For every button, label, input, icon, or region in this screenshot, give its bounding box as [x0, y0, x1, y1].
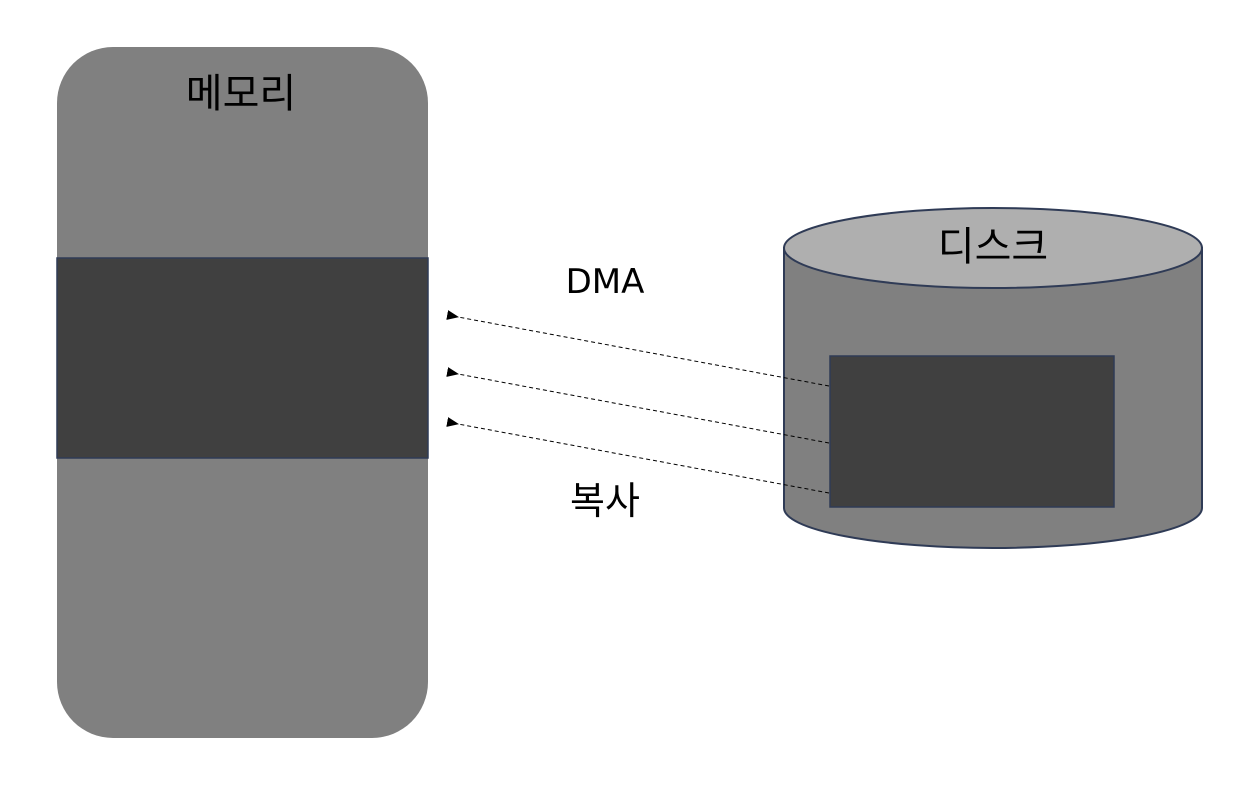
dma-arrow-1	[446, 310, 830, 387]
memory-label: 메모리	[186, 71, 296, 117]
dma-arrow-3	[446, 417, 830, 494]
dma-arrows	[446, 310, 830, 494]
dma-label: DMA	[566, 262, 645, 302]
dma-arrow-2	[446, 367, 830, 444]
disk: 디스크	[783, 207, 1203, 549]
disk-label: 디스크	[938, 224, 1048, 270]
disk-top	[783, 207, 1203, 289]
memory-block	[56, 257, 429, 459]
memory: 메모리	[56, 47, 429, 738]
copy-label: 복사	[570, 479, 640, 523]
disk-block	[829, 355, 1115, 508]
